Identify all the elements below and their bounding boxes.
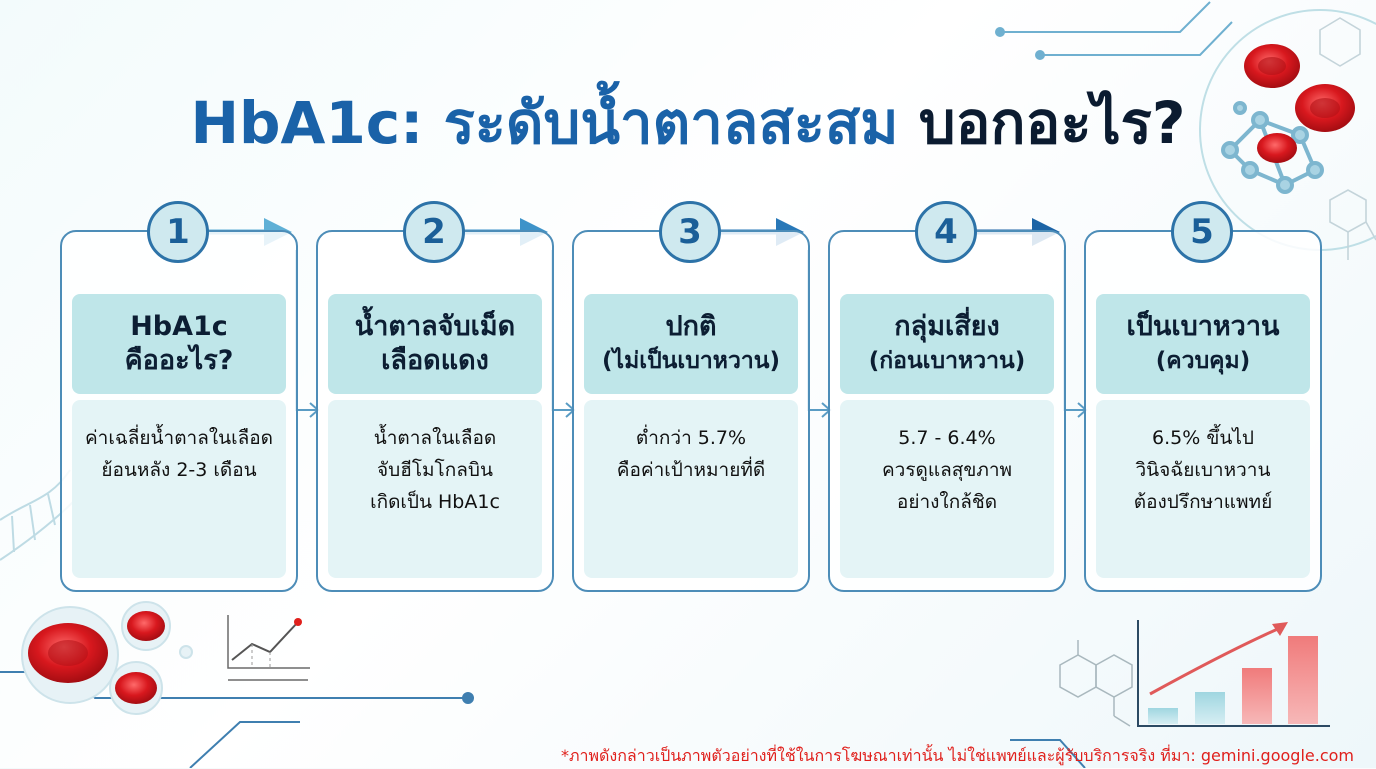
step-header-line-2: คืออะไร? [124,345,234,376]
step-number-badge-1: 1 [147,201,209,263]
bar-chart-icon [1137,620,1330,727]
step-body-line: อย่างใกล้ชิด [896,491,998,513]
red-blood-cell-icon [1244,44,1355,132]
step-header-line-1: เป็นเบาหวาน [1126,311,1280,342]
molecule-icon [1221,101,1324,194]
step-header: เป็นเบาหวาน (ควบคุม) [1096,294,1310,394]
step-header-line-1: ปกติ [665,311,717,342]
step-body-line: จับฮีโมโกลบิน [377,459,493,481]
step-body-line: ต่ำกว่า 5.7% [635,427,747,449]
step-body-line: ค่าเฉลี่ยน้ำตาลในเลือด [84,427,274,449]
step-body-line: วินิจฉัยเบาหวาน [1135,459,1271,481]
step-card-2: น้ำตาลจับเม็ด เลือดแดง น้ำตาลในเลือด จับ… [316,230,554,592]
step-header-line-2: (ควบคุม) [1155,348,1251,374]
step-header-line-2: เลือดแดง [381,345,489,376]
title-part-1: HbA1c: ระดับน้ำตาลสะสม [190,89,899,157]
step-header: HbA1c คืออะไร? [72,294,286,394]
step-card-1: HbA1c คืออะไร? ค่าเฉลี่ยน้ำตาลในเลือด ย้… [60,230,298,592]
step-body-line: เกิดเป็น HbA1c [370,491,500,513]
step-body-line: ต้องปรึกษาแพทย์ [1133,491,1273,513]
step-number-badge-3: 3 [659,201,721,263]
step-card-3: ปกติ (ไม่เป็นเบาหวาน) ต่ำกว่า 5.7% คือค่… [572,230,810,592]
step-body-line: ย้อนหลัง 2-3 เดือน [101,459,257,481]
step-body-line: น้ำตาลในเลือด [373,427,497,449]
step-body: 5.7 - 6.4% ควรดูแลสุขภาพ อย่างใกล้ชิด [840,400,1054,578]
step-body-line: 6.5% ขึ้นไป [1152,427,1254,449]
step-header-line-1: น้ำตาลจับเม็ด [354,311,516,342]
step-header: ปกติ (ไม่เป็นเบาหวาน) [584,294,798,394]
step-header-line-1: HbA1c [130,311,228,342]
circuit-lines-top [995,1,1233,60]
step-body-line: คือค่าเป้าหมายที่ดี [616,459,766,481]
step-header-line-1: กลุ่มเสี่ยง [894,311,1000,342]
step-header: น้ำตาลจับเม็ด เลือดแดง [328,294,542,394]
step-number-badge-5: 5 [1171,201,1233,263]
page-title: HbA1c: ระดับน้ำตาลสะสม บอกอะไร? [0,76,1376,169]
disclaimer-text: *ภาพดังกล่าวเป็นภาพตัวอย่างที่ใช้ในการโฆ… [560,746,1354,765]
step-body: ต่ำกว่า 5.7% คือค่าเป้าหมายที่ดี [584,400,798,578]
chemical-structure-bottom [1059,640,1133,727]
step-body: ค่าเฉลี่ยน้ำตาลในเลือด ย้อนหลัง 2-3 เดือ… [72,400,286,578]
step-header-line-2: (ก่อนเบาหวาน) [868,348,1026,374]
step-body-line: 5.7 - 6.4% [898,427,996,449]
chemical-structure-right [1319,17,1376,260]
step-number-badge-4: 4 [915,201,977,263]
red-blood-cell-icon-bottom [21,601,193,715]
step-header: กลุ่มเสี่ยง (ก่อนเบาหวาน) [840,294,1054,394]
step-body: น้ำตาลในเลือด จับฮีโมโกลบิน เกิดเป็น HbA… [328,400,542,578]
title-part-2: บอกอะไร? [918,89,1186,157]
step-number-badge-2: 2 [403,201,465,263]
step-body-line: ควรดูแลสุขภาพ [881,459,1013,481]
step-header-line-2: (ไม่เป็นเบาหวาน) [601,348,781,374]
line-chart-icon [227,615,310,681]
step-body: 6.5% ขึ้นไป วินิจฉัยเบาหวาน ต้องปรึกษาแพ… [1096,400,1310,578]
step-card-4: กลุ่มเสี่ยง (ก่อนเบาหวาน) 5.7 - 6.4% ควร… [828,230,1066,592]
step-card-5: เป็นเบาหวาน (ควบคุม) 6.5% ขึ้นไป วินิจฉั… [1084,230,1322,592]
